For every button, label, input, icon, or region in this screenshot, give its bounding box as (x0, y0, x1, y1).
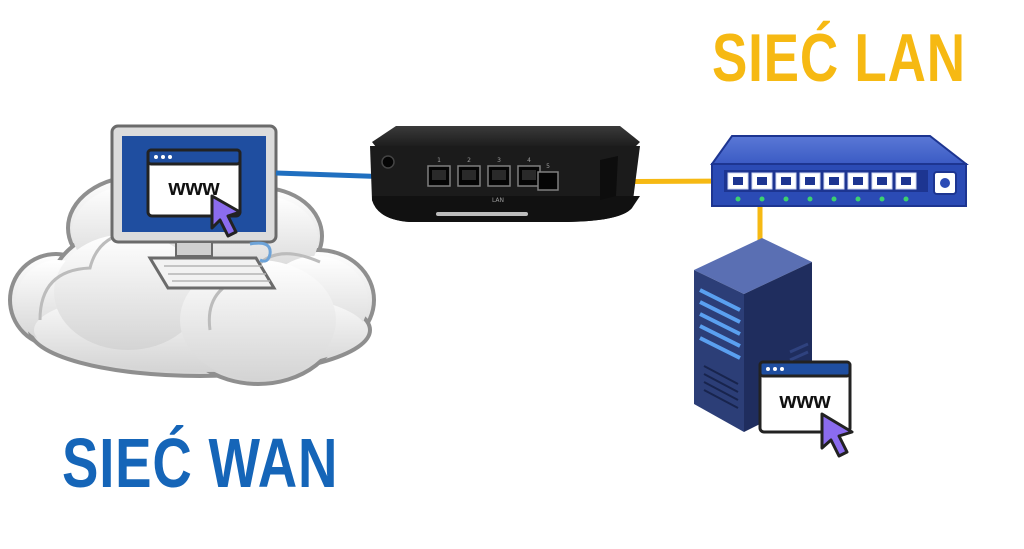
network-switch (710, 135, 969, 207)
server-www-text: www (778, 388, 831, 413)
router-port-1-label: 1 (437, 157, 441, 164)
client-cursor-icon (210, 194, 242, 238)
wan-title: SIEĆ WAN (62, 424, 339, 502)
router-port-4-label: 4 (527, 157, 531, 164)
router-lan-label: LAN (492, 197, 504, 204)
router: 1 2 3 4 5 LAN (370, 126, 640, 222)
router-port-2-label: 2 (467, 157, 471, 164)
router-port-3-label: 3 (497, 157, 501, 164)
lan-title: SIEĆ LAN (712, 20, 966, 96)
server-cursor-icon (820, 412, 854, 458)
server-browser-window: www (758, 360, 852, 434)
router-port-5-label: 5 (546, 163, 550, 170)
